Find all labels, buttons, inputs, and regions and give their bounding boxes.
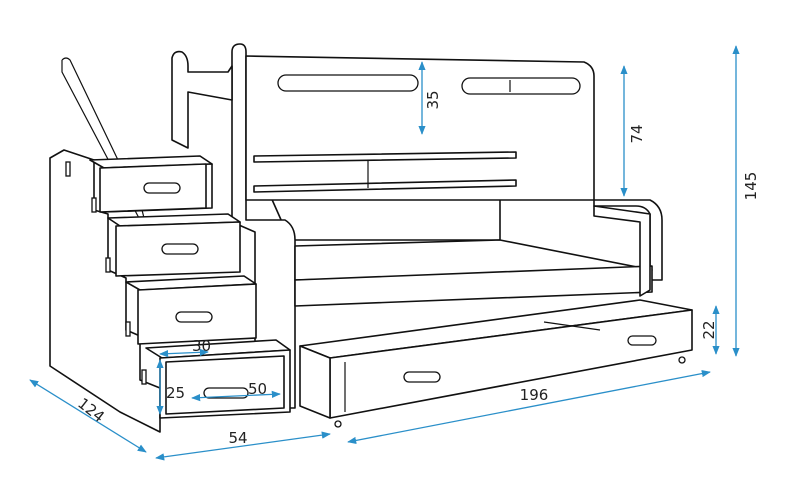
- trundle-drawer: [299, 299, 693, 428]
- label-74: 74: [628, 124, 646, 143]
- trundle-wheel-left: [334, 420, 342, 428]
- label-145: 145: [742, 172, 760, 201]
- trundle-wheel-right: [678, 356, 686, 364]
- label-30: 30: [192, 337, 211, 355]
- trundle-handle-right: [627, 335, 657, 346]
- label-35: 35: [424, 90, 442, 109]
- label-196: 196: [520, 386, 549, 404]
- label-50: 50: [248, 380, 267, 398]
- step-3-handle: [175, 311, 213, 323]
- left-post: [171, 50, 233, 149]
- side-notch-3: [105, 257, 111, 273]
- side-notch-2: [91, 197, 97, 213]
- dim-line-30: [159, 348, 209, 358]
- dim-line-196: [347, 369, 711, 445]
- side-notch-1: [65, 161, 71, 177]
- trundle-handle-front: [403, 371, 441, 383]
- dim-line-124: [29, 379, 147, 453]
- lower-front-rail: [294, 265, 653, 307]
- headboard-slot-right: [461, 77, 581, 95]
- shelf-upper: [253, 151, 517, 163]
- shelf-lower: [253, 179, 517, 193]
- label-54: 54: [228, 429, 247, 447]
- right-end-panel: [593, 205, 651, 297]
- dim-line-54: [155, 431, 331, 461]
- left-end-panel: [231, 43, 296, 409]
- trundle-side: [299, 345, 331, 419]
- handrail: [61, 57, 147, 227]
- step-2-handle: [161, 243, 199, 255]
- side-notch-5: [141, 369, 147, 385]
- side-notch-4: [125, 321, 131, 337]
- dim-line-50: [191, 390, 281, 402]
- step-1-handle: [143, 182, 181, 194]
- label-25: 25: [166, 384, 185, 402]
- label-22: 22: [700, 320, 718, 339]
- trundle-inner-line: [543, 321, 601, 331]
- dimension-lines: [29, 45, 740, 461]
- headboard-slot-left: [277, 74, 419, 92]
